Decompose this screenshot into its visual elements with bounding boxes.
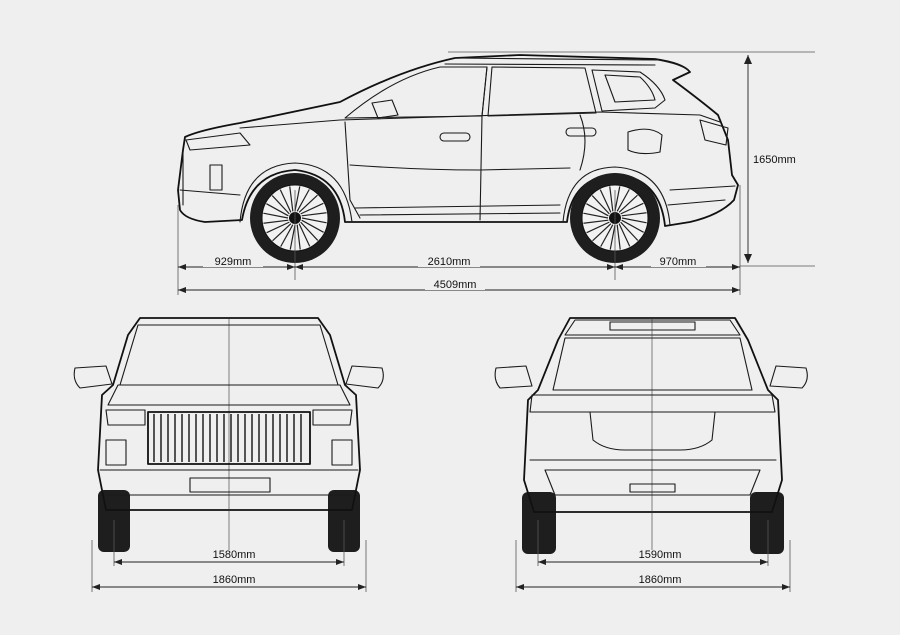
tail-light	[699, 119, 729, 146]
overall-length-label: 4509mm	[434, 279, 477, 291]
rear-width-label: 1860mm	[639, 574, 682, 586]
front-body-outline	[97, 317, 361, 511]
roof-rail	[454, 57, 689, 71]
license-plate	[189, 477, 271, 493]
quarter-window	[591, 69, 666, 112]
left-drl	[105, 439, 127, 466]
headlight	[185, 132, 251, 151]
rear-left-mirror	[494, 365, 533, 389]
tail-light-bar	[529, 394, 776, 413]
belt-line	[239, 111, 721, 129]
rear-wheel-arch	[562, 166, 671, 226]
front-door-handle	[439, 132, 471, 142]
body-crease	[349, 164, 571, 171]
wheelbase-label: 2610mm	[428, 256, 471, 268]
height-label: 1650mm	[753, 154, 796, 166]
front-bumper-line	[179, 189, 241, 196]
rear-right-tire	[750, 492, 784, 554]
door-split	[479, 66, 488, 221]
front-view	[73, 317, 384, 552]
hood	[107, 384, 351, 406]
tailgate-recess	[589, 411, 716, 451]
sill-line-2	[359, 212, 561, 216]
rear-door-handle	[565, 127, 597, 137]
rear-left-tire	[522, 492, 556, 554]
quarter-glass	[604, 74, 656, 103]
rear-door-edge	[579, 114, 586, 171]
front-window	[344, 66, 488, 119]
rear-spoiler	[564, 319, 741, 336]
rear-right-mirror	[769, 365, 808, 389]
right-headlight	[312, 409, 353, 426]
rear-bumper-line	[669, 185, 736, 191]
sill-line	[354, 204, 561, 209]
front-track-label: 1580mm	[213, 549, 256, 561]
rear-view	[494, 317, 808, 554]
rear-overhang-label: 970mm	[660, 256, 697, 268]
front-dimension-lines	[91, 520, 367, 592]
side-dimension-lines	[177, 51, 815, 295]
rear-diffuser	[544, 469, 761, 496]
fog-lamp	[209, 164, 223, 191]
rear-dimension-lines	[515, 520, 791, 592]
front-left-mirror	[73, 365, 113, 389]
left-headlight	[105, 409, 146, 426]
rear-window	[487, 66, 597, 117]
side-view	[177, 54, 739, 263]
rear-bumper-lower	[667, 199, 726, 206]
brake-light	[609, 321, 696, 331]
side-body-outline	[177, 54, 739, 227]
roof-line	[444, 63, 656, 66]
front-right-mirror	[345, 365, 384, 389]
rear-body-outline	[523, 317, 783, 513]
side-mirror	[371, 99, 399, 119]
front-overhang-label: 929mm	[215, 256, 252, 268]
rear-tow-cover	[629, 483, 676, 493]
fuel-door	[627, 128, 663, 155]
right-drl	[331, 439, 353, 466]
rear-window	[552, 337, 753, 391]
front-door-edge	[344, 121, 361, 219]
front-grille	[147, 411, 311, 465]
front-width-label: 1860mm	[213, 574, 256, 586]
front-wheel-arch	[239, 162, 353, 223]
rear-track-label: 1590mm	[639, 549, 682, 561]
